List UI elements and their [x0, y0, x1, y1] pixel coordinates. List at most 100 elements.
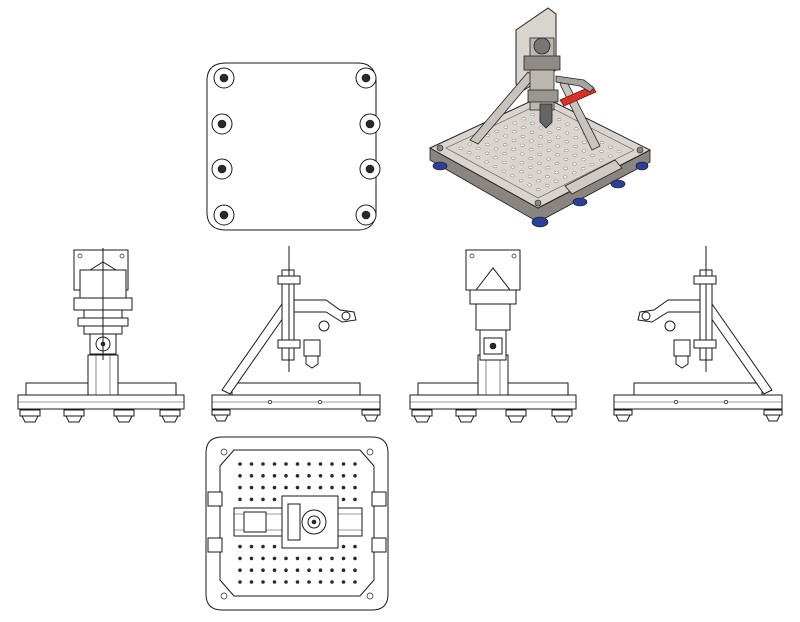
- bottom-hole: [318, 580, 323, 584]
- bottom-hole: [353, 544, 357, 549]
- plate-hole: [510, 174, 515, 178]
- plate-hole: [518, 178, 524, 182]
- plate-hole: [511, 147, 516, 151]
- plate-hole: [536, 170, 542, 174]
- plate-hole: [556, 118, 562, 122]
- bottom-hole: [249, 568, 254, 572]
- plate-hole: [519, 170, 524, 174]
- plate-hole: [565, 131, 570, 135]
- bottom-hole: [249, 474, 254, 478]
- bottom-hole: [249, 580, 254, 584]
- plate-hole: [502, 143, 508, 147]
- plate-hole: [565, 122, 570, 126]
- plate-hole: [529, 139, 534, 143]
- bottom-hole: [341, 497, 346, 502]
- plate-hole: [546, 157, 551, 161]
- bottom-hole: [272, 568, 277, 572]
- plate-hole: [590, 162, 595, 166]
- plate-hole: [538, 126, 544, 130]
- bottom-hole: [353, 497, 357, 502]
- bottom-hole: [341, 556, 346, 561]
- bottom-hole: [284, 485, 288, 490]
- bottom-hole: [307, 556, 311, 561]
- plate-hole: [485, 142, 490, 146]
- left-side-feet: [211, 409, 381, 422]
- plate-hole: [519, 161, 524, 165]
- bottom-hole: [295, 485, 300, 490]
- bottom-hole: [272, 497, 277, 502]
- plate-hole: [545, 175, 550, 179]
- plate-hole: [467, 151, 472, 155]
- bottom-hole: [261, 474, 265, 478]
- bottom-hole: [295, 580, 300, 584]
- plate-hole: [512, 130, 517, 134]
- bottom-hole: [353, 462, 357, 466]
- plate-hole: [502, 152, 507, 156]
- plate-hole: [458, 146, 463, 150]
- plate-hole: [485, 134, 490, 138]
- bottom-hole: [307, 580, 311, 584]
- plate-hole: [484, 151, 490, 155]
- plate-hole: [554, 179, 559, 183]
- bottom-hole: [249, 462, 254, 466]
- plate-hole: [546, 148, 551, 152]
- bottom-hole: [272, 556, 277, 561]
- plate-hole: [536, 179, 541, 183]
- plate-hole: [503, 134, 508, 138]
- plate-hole: [520, 134, 526, 138]
- plate-hole: [476, 147, 481, 151]
- plate-hole: [501, 169, 506, 173]
- plate-hole: [564, 149, 569, 153]
- plate-hole: [538, 144, 543, 148]
- plate-hole: [520, 152, 525, 156]
- right-side-feet: [613, 409, 783, 422]
- bottom-hole: [261, 485, 265, 490]
- bottom-hole: [249, 556, 254, 561]
- bottom-hole: [341, 568, 346, 572]
- plate-hole: [563, 166, 568, 170]
- plate-hole: [572, 162, 577, 166]
- plate-hole: [574, 127, 579, 131]
- bottom-hole: [284, 568, 288, 572]
- plate-hole: [537, 161, 542, 165]
- plate-hole: [555, 153, 560, 157]
- bottom-hole: [341, 580, 346, 584]
- plate-hole: [494, 129, 499, 133]
- bottom-hole: [330, 556, 334, 561]
- bottom-hole: [295, 556, 300, 561]
- bottom-hole: [238, 544, 242, 549]
- bottom-hole: [318, 485, 323, 490]
- bottom-hole: [307, 485, 311, 490]
- bottom-hole: [341, 544, 346, 549]
- bottom-hole: [261, 568, 265, 572]
- bottom-hole: [272, 580, 277, 584]
- bottom-hole: [249, 485, 254, 490]
- plate-hole: [529, 148, 534, 152]
- plate-hole: [528, 165, 533, 169]
- bottom-hole: [272, 485, 277, 490]
- bottom-hole: [353, 556, 357, 561]
- bottom-hole: [272, 462, 277, 466]
- plate-hole: [547, 131, 552, 135]
- plate-hole: [537, 152, 542, 156]
- plate-hole: [530, 122, 535, 125]
- bottom-hole: [238, 474, 242, 478]
- isometric-view: [428, 7, 652, 228]
- plate-hole: [556, 126, 561, 130]
- plate-hole: [573, 136, 578, 140]
- bottom-hole: [249, 497, 254, 502]
- bottom-hole: [238, 580, 242, 584]
- plate-hole: [510, 165, 515, 169]
- plate-hole: [545, 166, 551, 170]
- bottom-hole: [353, 474, 357, 478]
- bottom-hole: [307, 568, 311, 572]
- plate-hole: [503, 125, 508, 129]
- plate-hole: [538, 135, 543, 139]
- bottom-hole: [284, 556, 288, 561]
- bottom-hole: [295, 568, 300, 572]
- plate-hole: [599, 158, 604, 162]
- plate-hole: [554, 170, 559, 174]
- bottom-hole: [295, 474, 300, 478]
- bottom-view: [205, 436, 389, 611]
